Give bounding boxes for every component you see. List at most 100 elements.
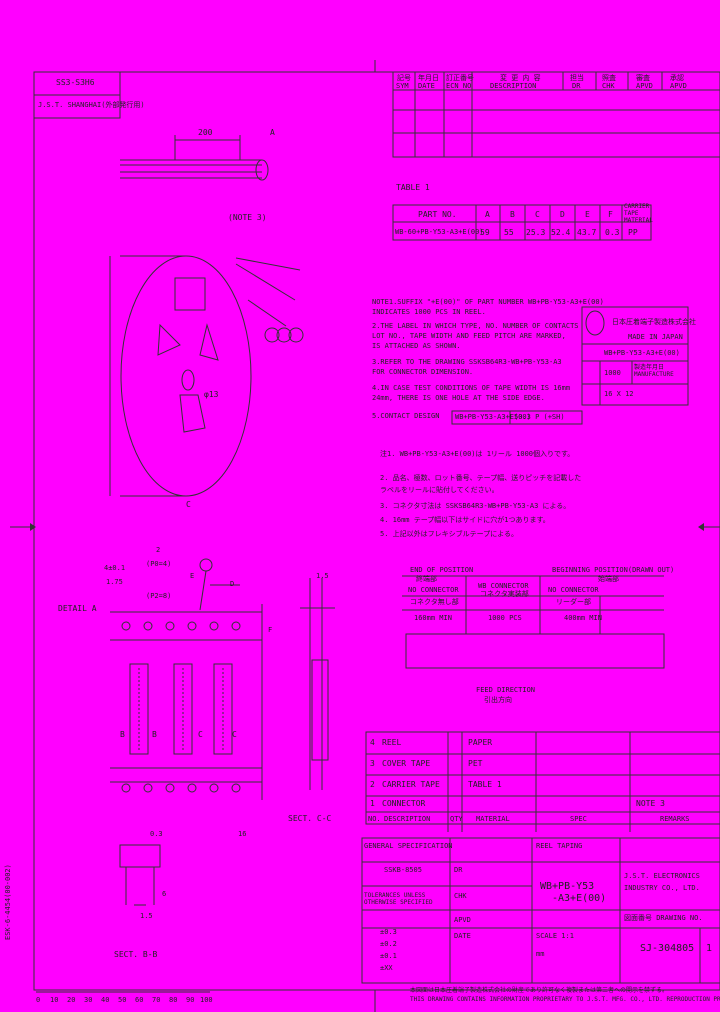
- rev-header-sym: 記号: [397, 74, 411, 82]
- scale: SCALE 1:1: [536, 932, 574, 940]
- label-d: D: [230, 580, 235, 588]
- reel-dia-13: φ13: [204, 390, 219, 399]
- note-jp-5: 5. 上記以外はフレキシブルテープによる。: [380, 530, 519, 538]
- rev-header-ecn: 訂正番号: [446, 74, 474, 82]
- label-f: F: [268, 626, 273, 634]
- reel-dim-c: C: [186, 500, 191, 509]
- reel-label: [174, 277, 206, 311]
- bom-mat-2: TABLE 1: [468, 780, 502, 789]
- tb-dr: DR: [454, 866, 463, 874]
- table1-e: 43.7: [577, 228, 597, 237]
- bom-desc-2: CARRIER TAPE: [382, 780, 440, 789]
- table1-h-c: C: [535, 210, 540, 219]
- table1-h-part: PART NO.: [418, 210, 457, 219]
- table1-caption: TABLE 1: [396, 183, 430, 192]
- ruler-tick: 50: [118, 996, 127, 1004]
- note-en-5: 3.REFER TO THE DRAWING SSKSB64R3-WB+PB-Y…: [372, 358, 562, 366]
- end-position-jp: 終端部: [416, 575, 437, 583]
- dim-2: 2: [156, 546, 161, 554]
- label-a: A: [270, 128, 275, 137]
- drawing-title: WB+PB-Y53: [540, 881, 595, 892]
- note-jp-4: 4. 16mm テープ幅以下はサイドに穴が1つあります。: [380, 516, 550, 524]
- corner-jp-line: J.S.T. SHANGHAI(外部発行用): [38, 101, 145, 109]
- table1-d: 52.4: [551, 228, 571, 237]
- reel-window-2: [199, 323, 219, 361]
- rev-header-ecn-en: ECN NO: [446, 82, 472, 90]
- company-name: J.S.T. ELECTRONICS: [624, 872, 700, 880]
- label-b-left: B: [120, 730, 125, 739]
- note-jp-0: 注1. WB+PB-Y53-A3+E(00)は 1リール 1000個入りです。: [380, 450, 575, 458]
- tol-row-0: ±0.3: [380, 928, 397, 936]
- bom-desc-1: CONNECTOR: [382, 799, 426, 808]
- no-connector-left: NO CONNECTOR: [408, 586, 459, 594]
- table1-h-a: A: [485, 210, 490, 219]
- rev-header-apvd1: 審査: [636, 74, 650, 82]
- bom-desc-4: REEL: [382, 738, 402, 747]
- tb-apvd: APVD: [454, 916, 471, 924]
- table1-h-f: F: [608, 210, 613, 219]
- label-row3: 16 X 12: [604, 390, 634, 398]
- ruler-tick: 10: [50, 996, 59, 1004]
- ruler-tick: 60: [135, 996, 144, 1004]
- label-row1: WB+PB-Y53-A3+E(00): [604, 349, 680, 357]
- tape-strip: [405, 633, 665, 669]
- bom-mat-3: PET: [468, 759, 483, 768]
- rev-header-desc-en: DESCRIPTION: [490, 82, 537, 90]
- dim-4: 4±0.1: [104, 564, 126, 572]
- drawing-title-2: -A3+E(00): [552, 893, 607, 904]
- tolerance-label: TOLERANCES UNLESS OTHERWISE SPECIFIED: [364, 892, 433, 906]
- revision-table: [392, 71, 720, 158]
- reel-window-3: [179, 394, 206, 433]
- no-connector-right-jp: リーダー部: [556, 598, 591, 606]
- table1-a: 59: [480, 228, 490, 237]
- ruler-tick: 0: [36, 996, 41, 1004]
- dim-6: 6: [162, 890, 167, 898]
- tol-row-2: ±0.1: [380, 952, 397, 960]
- note-jp-3: 3. コネクタ寸法は SSKSB64R3-WB+PB-Y53-A3 による。: [380, 502, 571, 510]
- bom-no-1: 1: [370, 799, 375, 808]
- label-row2-left: 1000: [604, 369, 621, 377]
- section-view: [311, 659, 329, 761]
- rev-header-apvd1-en: APVD: [636, 82, 653, 90]
- label-company: 日本圧着端子製造株式会社: [612, 318, 696, 326]
- ruler-tick: 30: [84, 996, 93, 1004]
- bom-h-no: NO.: [368, 815, 381, 823]
- company-name-2: INDUSTRY CO., LTD.: [624, 884, 700, 892]
- connector-3: [213, 663, 233, 755]
- product-name: REEL TAPING: [536, 842, 583, 850]
- ruler-tick: 70: [152, 996, 161, 1004]
- label-box: [581, 306, 689, 406]
- rev-header-apvd2-en: APVD: [670, 82, 687, 90]
- feed-direction-en: FEED DIRECTION: [476, 686, 536, 694]
- sheet-number: 1: [706, 943, 713, 954]
- end-position-en: END OF POSITION: [410, 566, 474, 574]
- reel-window-1: [157, 323, 181, 356]
- label-c-left: C: [198, 730, 203, 739]
- table1-h-b: B: [510, 210, 515, 219]
- feed-direction-jp: 引出方向: [484, 696, 512, 704]
- bom-table: [365, 731, 720, 825]
- tol-row-1: ±0.2: [380, 940, 397, 948]
- note-jp-2: ラベルをリールに貼付してください。: [380, 486, 499, 494]
- ruler-tick: 100: [200, 996, 213, 1004]
- dim-16b: 1.5: [140, 912, 153, 920]
- ruler-tick: 40: [101, 996, 110, 1004]
- sect-bb-label: SECT. B-B: [114, 950, 158, 959]
- len-mid: 1000 PCS: [488, 614, 522, 622]
- bom-no-2: 2: [370, 780, 375, 789]
- note-en-4: IS ATTACHED AS SHOWN.: [372, 342, 461, 350]
- rev-header-chk: 照査: [602, 74, 616, 82]
- sect-cc-label: SECT. C-C: [288, 814, 332, 823]
- rev-header-sym-en: SYM: [396, 82, 409, 90]
- bom-h-spec: SPEC: [570, 815, 587, 823]
- tb-chk: CHK: [454, 892, 467, 900]
- begin-position-en: BEGINNING POSITION(DRAWN OUT): [552, 566, 675, 574]
- connector-1: [129, 663, 149, 755]
- wb-connector: WB CONNECTOR: [478, 582, 529, 590]
- reel-note-label: (NOTE 3): [228, 213, 267, 222]
- note-en-1: INDICATES 1000 PCS IN REEL.: [372, 308, 486, 316]
- bom-h-qty: QTY: [450, 815, 463, 823]
- table1-part: WB-60+PB-Y53-A3+E(00): [395, 228, 484, 236]
- dim-200: 200: [198, 128, 213, 137]
